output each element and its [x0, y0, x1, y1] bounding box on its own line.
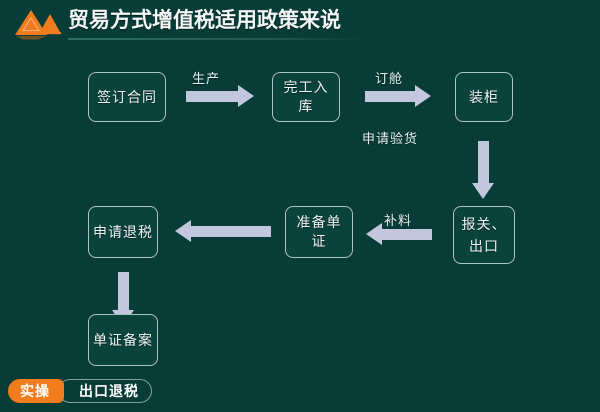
- flow-node-label: 装柜: [469, 88, 499, 105]
- flowchart-canvas: 签订合同 生产 完工入库 订舱 申请验货 装柜 报关、出口 补料 准备单证 申请…: [0, 46, 600, 372]
- edge-label-inspection-request: 申请验货: [362, 131, 419, 146]
- edge-label-booking: 订舱: [375, 71, 404, 86]
- flow-node-customs-export[interactable]: 报关、出口: [453, 206, 515, 264]
- flow-node-label: 单证备案: [93, 331, 153, 348]
- flow-node-contract[interactable]: 签订合同: [88, 72, 166, 122]
- page-title: 贸易方式增值税适用政策来说: [68, 9, 341, 32]
- flow-node-apply-tax-refund[interactable]: 申请退税: [88, 206, 158, 258]
- flow-node-label: 签订合同: [97, 88, 157, 105]
- flow-node-prepare-documents[interactable]: 准备单证: [285, 206, 353, 258]
- flow-node-finished-goods-warehouse[interactable]: 完工入库: [272, 72, 340, 122]
- page-header: 贸易方式增值税适用政策来说: [0, 0, 600, 46]
- flow-node-label: 完工入库: [283, 79, 329, 114]
- edge-label-supplement: 补料: [384, 213, 413, 228]
- footer-badges: 出口退税 实操: [0, 372, 600, 412]
- double-triangle-mountain-logo-icon: [14, 6, 66, 40]
- flow-node-container-loading[interactable]: 装柜: [455, 72, 513, 122]
- flow-node-label: 准备单证: [296, 214, 342, 249]
- badge-practical-operation[interactable]: 实操: [8, 379, 64, 403]
- flow-node-document-filing[interactable]: 单证备案: [88, 314, 158, 366]
- flow-node-label: 报关、出口: [461, 216, 507, 254]
- edge-label-production: 生产: [192, 71, 221, 86]
- header-divider: [68, 38, 370, 40]
- badge-export-tax-refund[interactable]: 出口退税: [58, 379, 152, 403]
- flow-node-label: 申请退税: [93, 223, 153, 240]
